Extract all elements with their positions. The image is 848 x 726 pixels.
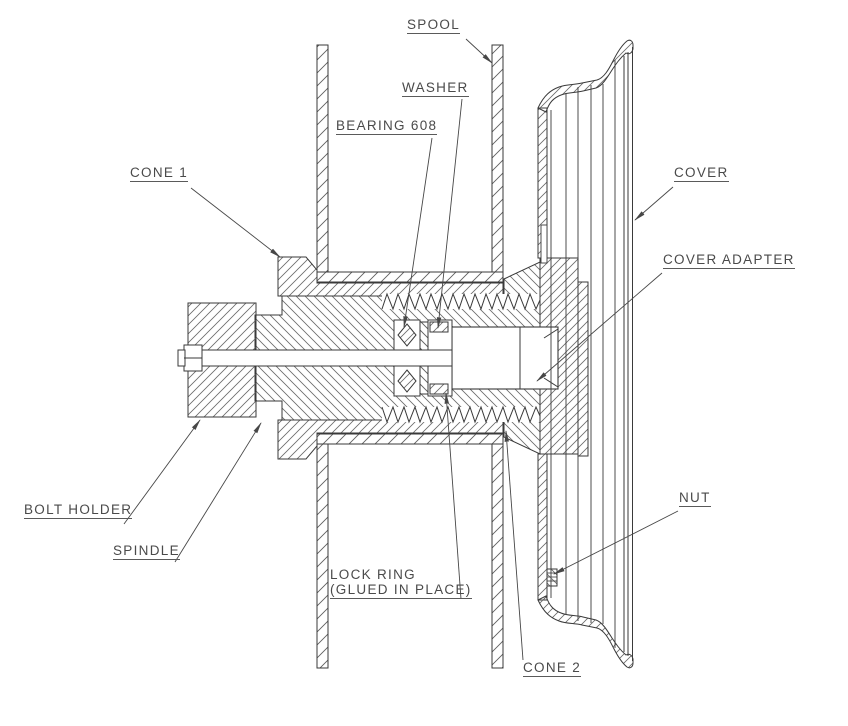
cone2-leader — [504, 430, 524, 661]
bolt-pocket — [451, 326, 559, 390]
label-nut: NUT — [679, 490, 711, 507]
label-cover-adapter: COVER ADAPTER — [663, 252, 795, 269]
bolt-holder-leader — [123, 419, 201, 525]
cover-adapter-leader — [536, 272, 663, 382]
nut-leader — [553, 510, 679, 575]
label-bolt-holder: BOLT HOLDER — [24, 502, 133, 519]
bearing-608-top — [393, 319, 421, 351]
lock-ring-leader — [444, 392, 462, 600]
cone1-leader — [190, 187, 281, 258]
cover-bottom-cap — [537, 595, 634, 669]
label-lock-ring: LOCK RING (GLUED IN PLACE) — [330, 567, 472, 599]
cover-silhouette-lines — [550, 60, 616, 648]
bearing-leader — [403, 137, 433, 328]
label-cone-2: CONE 2 — [523, 660, 582, 677]
bolt-bore — [201, 349, 453, 367]
label-bearing-608: BEARING 608 — [336, 118, 438, 135]
cover-leader — [634, 186, 674, 221]
label-cover: COVER — [674, 165, 729, 182]
cover-section — [537, 39, 634, 669]
leader-lines — [123, 38, 679, 661]
label-washer: WASHER — [402, 80, 469, 97]
cover-top-cap — [537, 39, 634, 113]
bearing-608-bottom — [393, 365, 421, 397]
thread-bottom — [381, 405, 541, 424]
spool-leader — [465, 38, 493, 64]
washer-leader — [436, 98, 463, 329]
nut-section — [546, 568, 558, 587]
label-spindle: SPINDLE — [113, 543, 180, 560]
label-spool: SPOOL — [407, 17, 461, 34]
thread-top — [381, 292, 541, 311]
label-cone-1: CONE 1 — [130, 165, 189, 182]
spindle-leader — [174, 422, 262, 563]
